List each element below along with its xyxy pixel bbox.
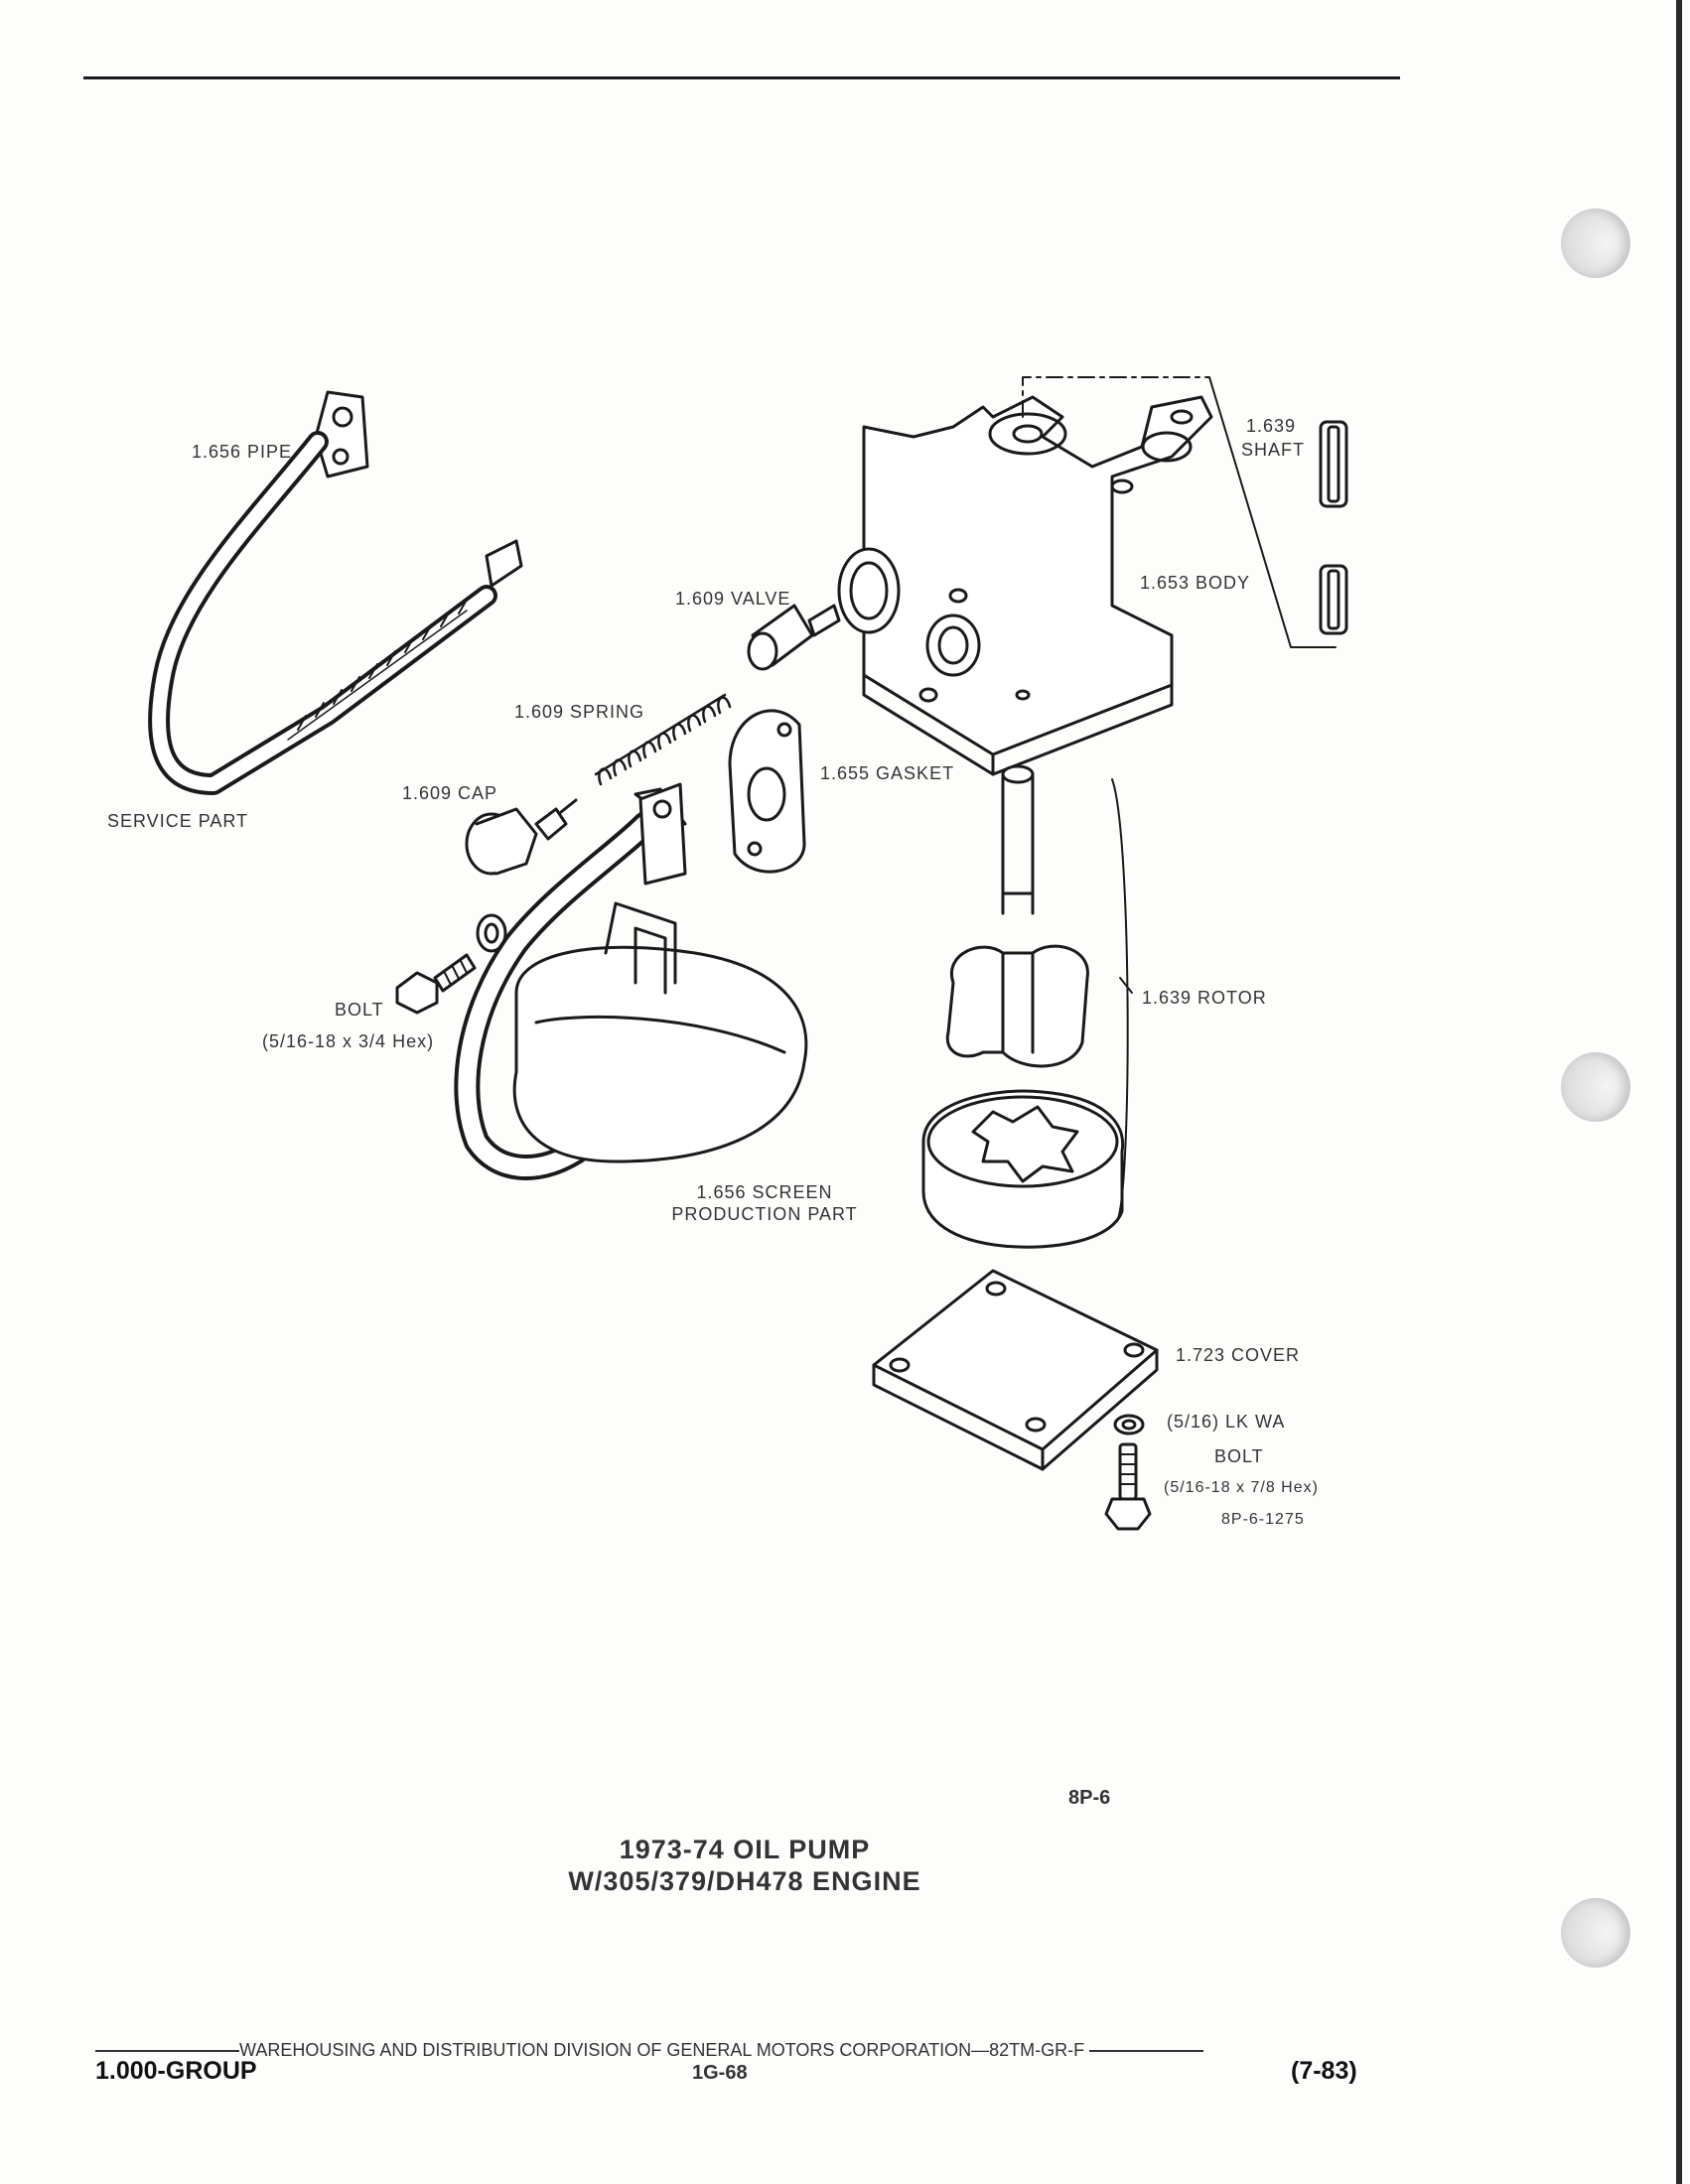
label-body: 1.653 BODY <box>1140 573 1251 593</box>
label-production-part: PRODUCTION PART <box>671 1204 858 1224</box>
label-bolt-right: BOLT <box>1214 1446 1264 1466</box>
label-rotor: 1.639 ROTOR <box>1142 988 1267 1008</box>
shaft-drawing <box>1319 420 1348 635</box>
label-spring: 1.609 SPRING <box>514 702 645 722</box>
title-line-2: W/305/379/DH478 ENGINE <box>568 1866 921 1896</box>
footer-page-number: 1G-68 <box>692 2062 748 2084</box>
lock-washer-drawing <box>476 913 507 953</box>
label-bolt-left: BOLT <box>335 1000 384 1020</box>
label-shaft-number: 1.639 <box>1246 416 1297 436</box>
gasket-drawing <box>728 709 806 874</box>
figure-number: 8P-6 <box>1068 1787 1111 1809</box>
label-bolt-right-size: (5/16-18 x 7/8 Hex) <box>1164 1479 1319 1496</box>
spring-drawing <box>594 693 732 786</box>
label-shaft: SHAFT <box>1241 440 1306 460</box>
label-cap: 1.609 CAP <box>402 783 498 803</box>
label-lock-washer: (5/16) LK WA <box>1167 1412 1286 1432</box>
top-rule <box>83 76 1400 79</box>
cap-drawing <box>465 798 578 876</box>
shaft-bracket <box>1022 376 1337 648</box>
service-pipe-drawing <box>148 390 523 795</box>
label-pipe: 1.656 PIPE <box>192 442 293 462</box>
bolt-left-drawing <box>395 953 477 1015</box>
footer-group: 1.000-GROUP <box>95 2057 257 2085</box>
pump-body-drawing <box>837 395 1213 776</box>
label-service-part: SERVICE PART <box>107 811 249 831</box>
page-edge <box>1676 0 1682 2184</box>
label-screen: 1.656 SCREEN <box>696 1182 833 1202</box>
valve-drawing <box>747 604 841 671</box>
footer-date-code: (7-83) <box>1291 2057 1357 2085</box>
binder-hole <box>1561 1052 1630 1122</box>
footer-dash-right <box>1089 2050 1204 2053</box>
bolt-right-drawing <box>1104 1414 1152 1531</box>
binder-hole <box>1561 208 1630 278</box>
label-valve: 1.609 VALVE <box>675 589 791 609</box>
screen-pipe-drawing <box>454 782 808 1180</box>
title-line-1: 1973-74 OIL PUMP <box>619 1835 871 1864</box>
footer-division-text: WAREHOUSING AND DISTRIBUTION DIVISION OF… <box>239 2040 1085 2060</box>
binder-hole <box>1561 1898 1630 1968</box>
label-bolt-left-size: (5/16-18 x 3/4 Hex) <box>262 1031 435 1051</box>
label-gasket: 1.655 GASKET <box>820 763 955 783</box>
label-drawing-number: 8P-6-1275 <box>1221 1511 1305 1528</box>
footer-dash-left <box>95 2050 239 2053</box>
footer-division-line: WAREHOUSING AND DISTRIBUTION DIVISION OF… <box>95 2040 1362 2061</box>
cover-drawing <box>872 1269 1159 1471</box>
rotor-drawing <box>921 764 1133 1249</box>
label-cover: 1.723 COVER <box>1176 1345 1301 1365</box>
